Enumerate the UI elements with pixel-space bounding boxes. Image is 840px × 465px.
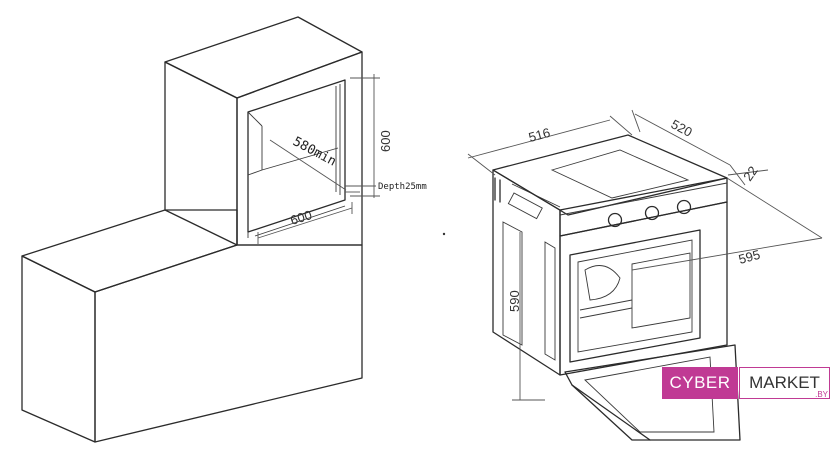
knob-middle (644, 205, 660, 221)
logo-market-text: MARKET (739, 367, 830, 399)
cabinet-tower-top (164, 16, 363, 99)
cabinet-depth-label: 580min (290, 134, 339, 169)
knob-left (607, 212, 623, 228)
oven-top (492, 134, 728, 216)
cabinet-tower-left (164, 61, 238, 246)
oven-door (564, 344, 741, 441)
oven-drawing: 516 520 22 595 590 (467, 109, 823, 441)
logo-cyber-text: CYBER (662, 367, 738, 399)
cybermarket-logo: CYBER MARKET .BY (662, 365, 830, 405)
oven-body-depth-label: 516 (527, 125, 552, 145)
knob-right (676, 199, 692, 215)
logo-domain-text: .BY (815, 390, 828, 399)
oven-total-depth-label: 520 (669, 116, 695, 139)
oven-front-depth-label: 22 (740, 163, 761, 183)
oven-height-label: 590 (507, 290, 522, 312)
cabinet-tower-front (236, 51, 363, 246)
cabinet-height-label: 600 (378, 130, 393, 152)
niche-opening (247, 79, 346, 233)
oven-cavity (569, 229, 701, 363)
cabinet-base-side (94, 244, 363, 443)
cabinet-drawing: 600 580min Depth25mm 600 (21, 16, 427, 443)
oven-width-label: 595 (737, 247, 762, 267)
cabinet-width-label: 600 (288, 207, 313, 228)
cabinet-gap-label: Depth25mm (378, 182, 427, 192)
oven-front (559, 201, 728, 376)
cabinet-base-top (21, 209, 238, 293)
cabinet-base-front (21, 255, 96, 443)
